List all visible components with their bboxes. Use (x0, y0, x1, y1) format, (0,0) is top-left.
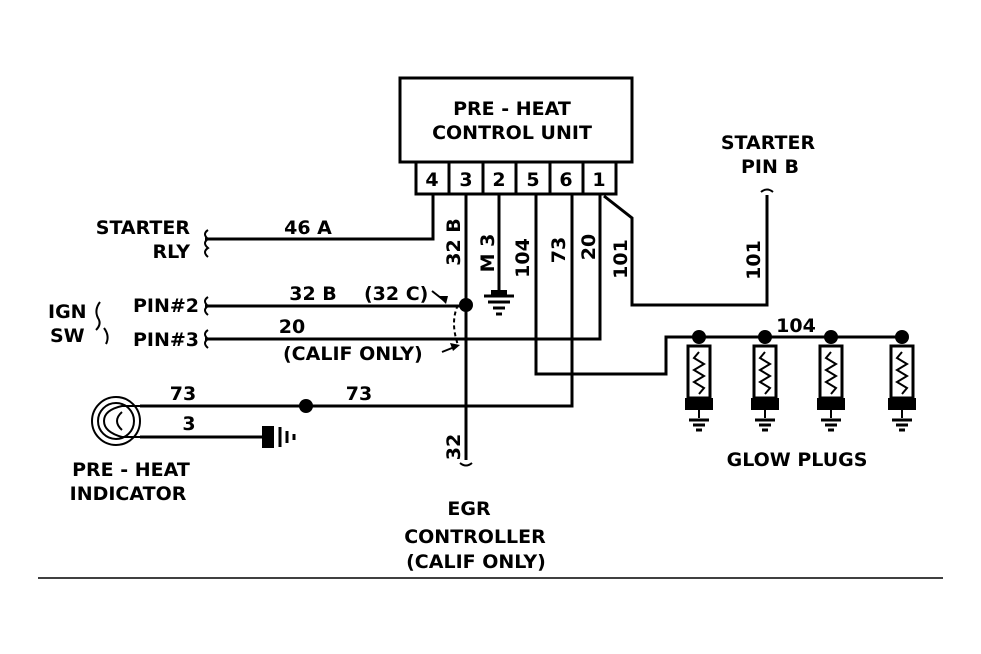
ign-sw-pin2-label: PIN#2 (133, 295, 199, 317)
wire-20 (205, 194, 602, 341)
starter-rly-label-line1: STARTER (96, 217, 191, 239)
wire-label-m3-vertical: M 3 (477, 234, 499, 273)
glow-plug-icon (817, 330, 845, 432)
pre-heat-indicator-label-line1: PRE - HEAT (72, 459, 190, 481)
ign-sw-pin3-label: PIN#3 (133, 329, 199, 351)
pin-label-6: 6 (559, 169, 572, 191)
egr-label-line2: CONTROLLER (404, 526, 546, 548)
pin-label-3: 3 (459, 169, 472, 191)
starter-pin-label-line1: STARTER (721, 132, 816, 154)
ground-icon (484, 290, 514, 316)
wire-label-32b: 32 B (289, 283, 337, 305)
wire-label-32c: (32 C) (364, 283, 428, 305)
egr-label-line3: (CALIF ONLY) (406, 551, 546, 573)
wire-label-73-right: 73 (346, 383, 372, 405)
wire-104 (534, 194, 902, 376)
wire-101 (603, 194, 769, 307)
calif-jumper (431, 290, 460, 353)
ign-sw-label-line2: SW (50, 325, 85, 347)
wire-46a (205, 194, 435, 241)
wires (140, 194, 902, 460)
wire-label-46a: 46 A (284, 217, 332, 239)
wire-label-20: 20 (279, 316, 305, 338)
wire-label-32-vertical: 32 (443, 434, 465, 460)
glow-plug-icon (685, 330, 713, 432)
pin-label-4: 4 (425, 169, 438, 191)
ground-icon (262, 426, 296, 448)
component-labels: STARTER PIN B STARTER RLY IGN SW PIN#2 P… (48, 132, 867, 573)
egr-label-line1: EGR (447, 498, 491, 520)
wire-label-3: 3 (182, 413, 195, 435)
calif-only-label: (CALIF ONLY) (283, 343, 423, 365)
ign-sw-label-line1: IGN (48, 301, 87, 323)
glow-plugs (685, 330, 916, 432)
pin-label-2: 2 (492, 169, 505, 191)
glow-plug-icon (751, 330, 779, 432)
pre-heat-control-unit: PRE - HEAT CONTROL UNIT 4 3 2 5 6 1 (398, 76, 634, 196)
wire-label-32b-vertical: 32 B (443, 218, 465, 266)
wire-label-73-vertical: 73 (548, 237, 570, 263)
starter-pin-label-line2: PIN B (741, 156, 799, 178)
wire-label-104-vertical: 104 (512, 238, 534, 278)
splice-dot-73 (299, 399, 313, 413)
pin-label-5: 5 (526, 169, 539, 191)
glow-plug-icon (888, 330, 916, 432)
wire-label-101-right-vertical: 101 (743, 240, 765, 280)
wire-label-20-vertical: 20 (578, 234, 600, 260)
splice-dot-32 (459, 298, 473, 312)
wire-label-101-vertical: 101 (610, 239, 632, 279)
pre-heat-indicator-label-line2: INDICATOR (70, 483, 187, 505)
wire-73 (140, 194, 574, 408)
pin-label-1: 1 (592, 169, 605, 191)
control-unit-title-line2: CONTROL UNIT (432, 122, 592, 144)
glow-plugs-label: GLOW PLUGS (727, 449, 868, 471)
wire-label-104-h: 104 (776, 315, 816, 337)
connector-stubs (204, 188, 774, 467)
wire-label-73-left: 73 (170, 383, 196, 405)
wire-labels: 46 A 32 B (32 C) 20 (CALIF ONLY) 73 73 3… (170, 217, 816, 460)
indicator-lamp-icon (91, 396, 141, 446)
starter-rly-label-line2: RLY (152, 241, 190, 263)
control-unit-title-line1: PRE - HEAT (453, 98, 571, 120)
